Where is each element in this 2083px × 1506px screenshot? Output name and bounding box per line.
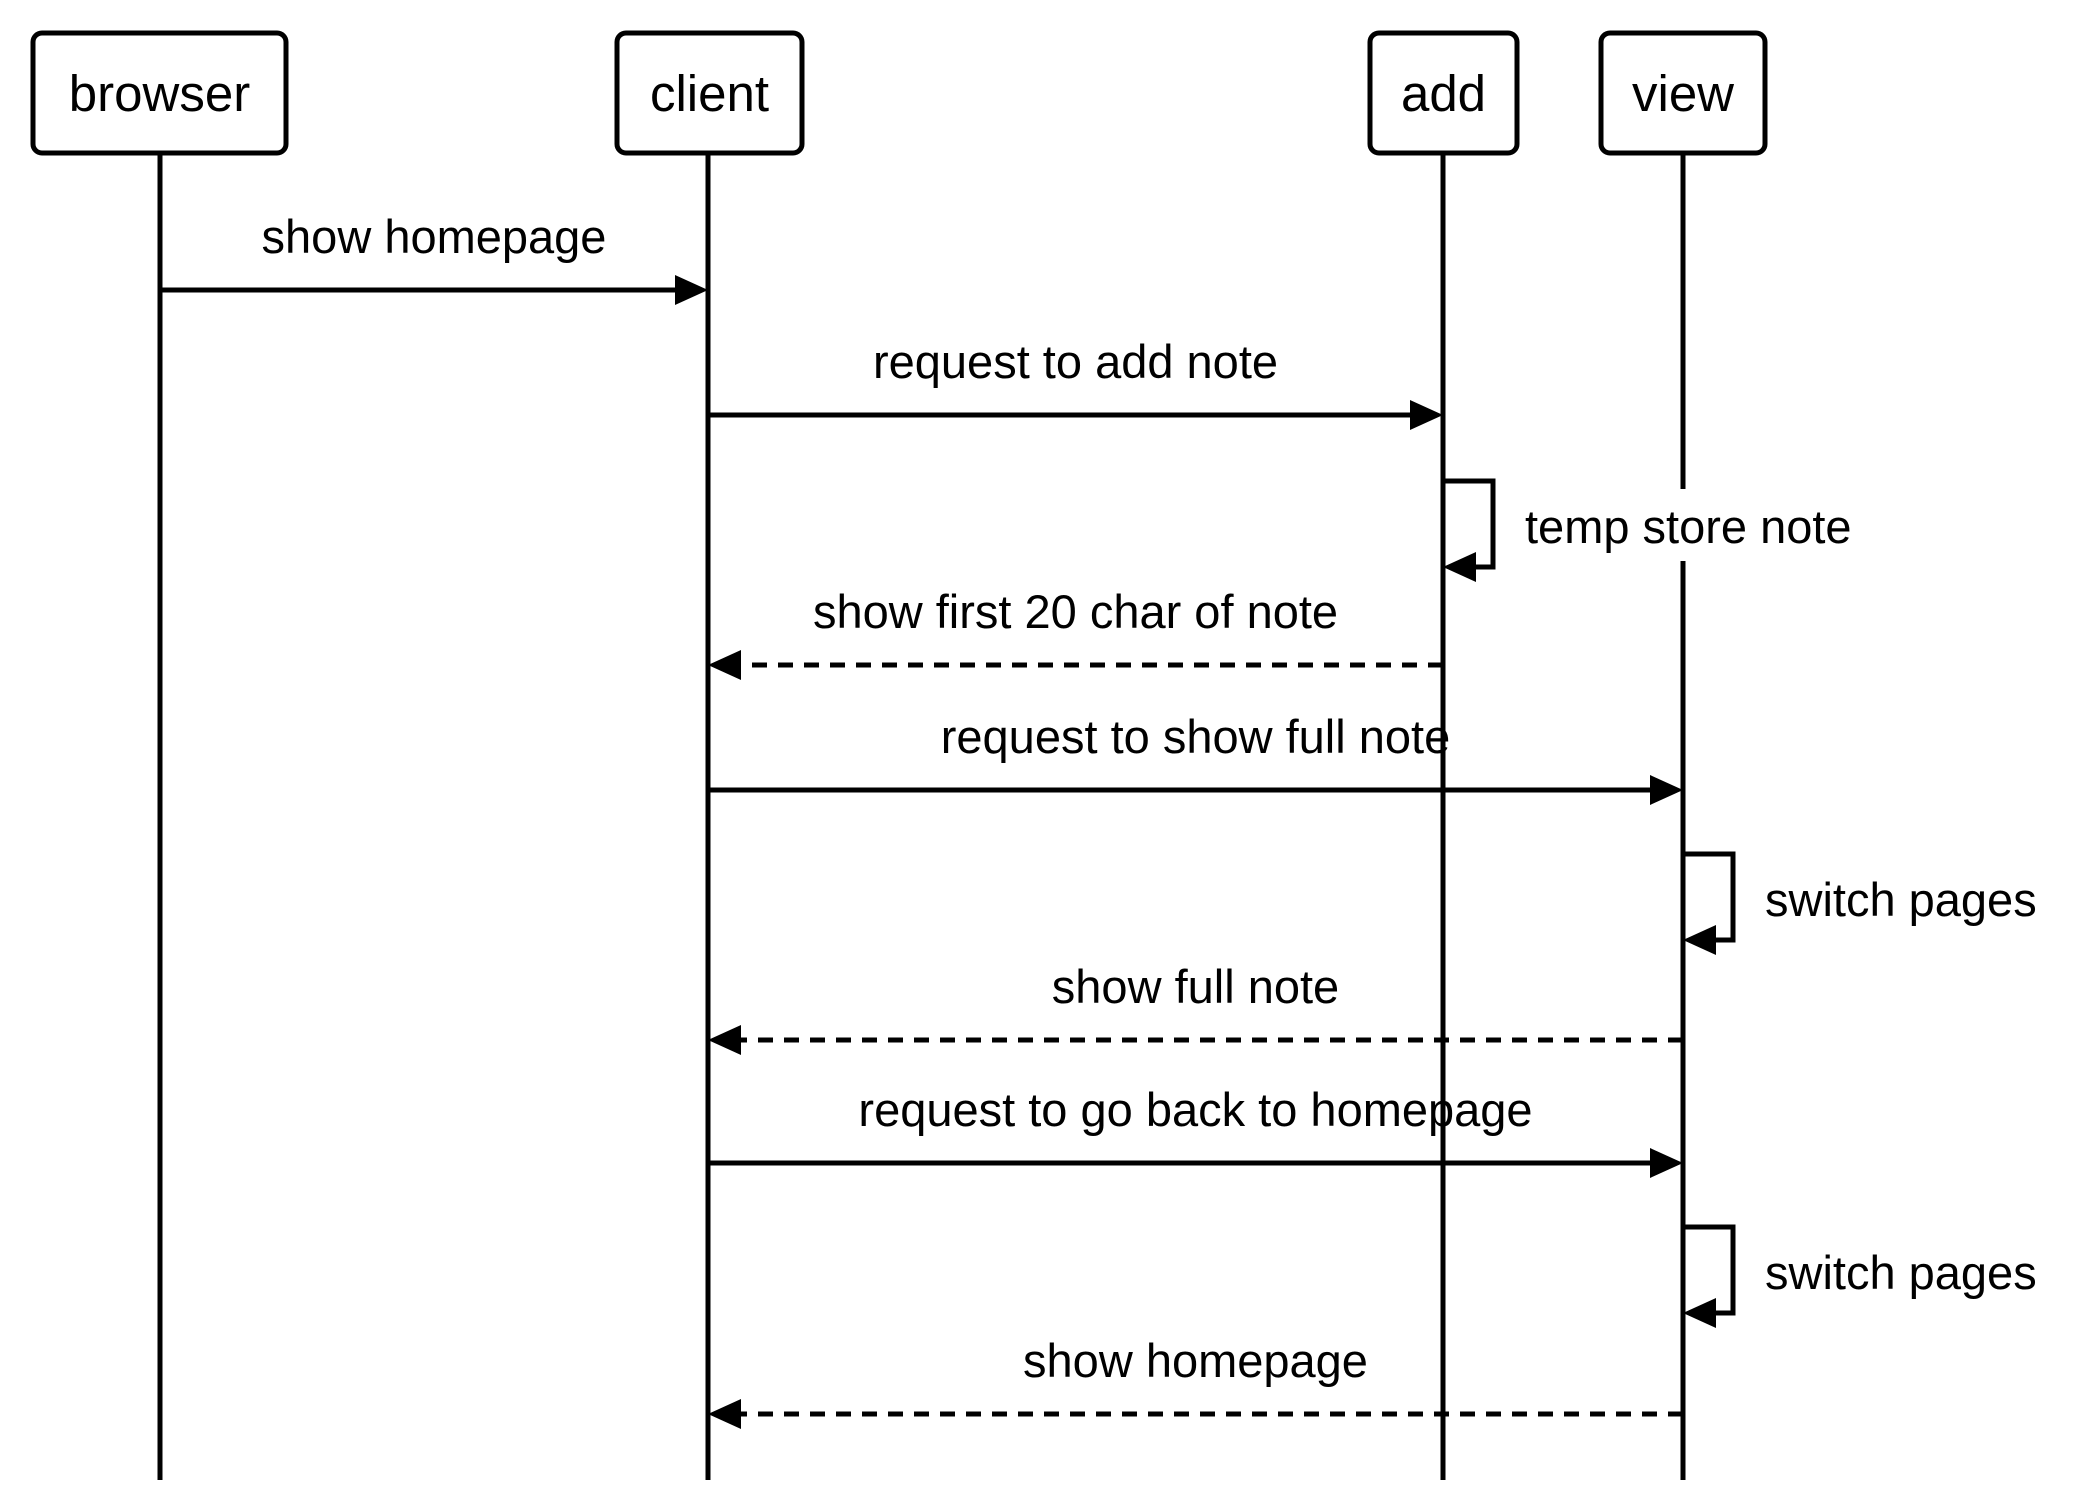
participant-label: view (1632, 65, 1734, 122)
arrowhead (1443, 552, 1476, 582)
participant-client: client (614, 30, 805, 156)
arrowhead (708, 1399, 741, 1429)
participant-label: client (650, 65, 769, 122)
participant-label: browser (69, 65, 250, 122)
message-7: show full note (708, 960, 1683, 1055)
arrowhead (708, 1025, 741, 1055)
message-9: switch pages (1683, 1224, 2069, 1328)
participant-box (1598, 30, 1768, 156)
self-loop (1683, 1224, 1736, 1316)
message-2: request to add note (708, 335, 1443, 430)
message-label: temp store note (1525, 500, 1852, 553)
message-label: switch pages (1765, 1246, 2037, 1299)
participant-label: add (1401, 65, 1486, 122)
arrowhead (1650, 1148, 1683, 1178)
message-label: request to go back to homepage (858, 1083, 1532, 1136)
message-label: show full note (1052, 960, 1339, 1013)
arrowhead (1683, 1298, 1716, 1328)
participant-box (614, 30, 805, 156)
message-label: request to show full note (941, 710, 1450, 763)
participant-box (1367, 30, 1520, 156)
arrowhead (675, 275, 708, 305)
message-10: show homepage (708, 1334, 1683, 1429)
participant-view: view (1598, 30, 1768, 156)
arrowhead (708, 650, 741, 680)
message-3: temp store note (1443, 478, 1903, 582)
message-8: request to go back to homepage (708, 1083, 1683, 1178)
message-label: switch pages (1765, 873, 2037, 926)
participant-box (30, 30, 289, 156)
participant-browser: browser (30, 30, 289, 156)
message-6: switch pages (1683, 851, 2069, 955)
arrowhead (1683, 925, 1716, 955)
message-label: show homepage (1023, 1334, 1368, 1387)
message-label: show homepage (262, 210, 607, 263)
arrowhead (1650, 775, 1683, 805)
message-label: request to add note (873, 335, 1278, 388)
self-loop (1683, 851, 1736, 943)
message-4: show first 20 char of note (708, 585, 1443, 680)
arrowhead (1410, 400, 1443, 430)
participant-add: add (1367, 30, 1520, 156)
message-1: show homepage (160, 210, 708, 305)
message-label: show first 20 char of note (813, 585, 1338, 638)
message-5: request to show full note (708, 710, 1683, 805)
self-loop (1443, 478, 1496, 570)
